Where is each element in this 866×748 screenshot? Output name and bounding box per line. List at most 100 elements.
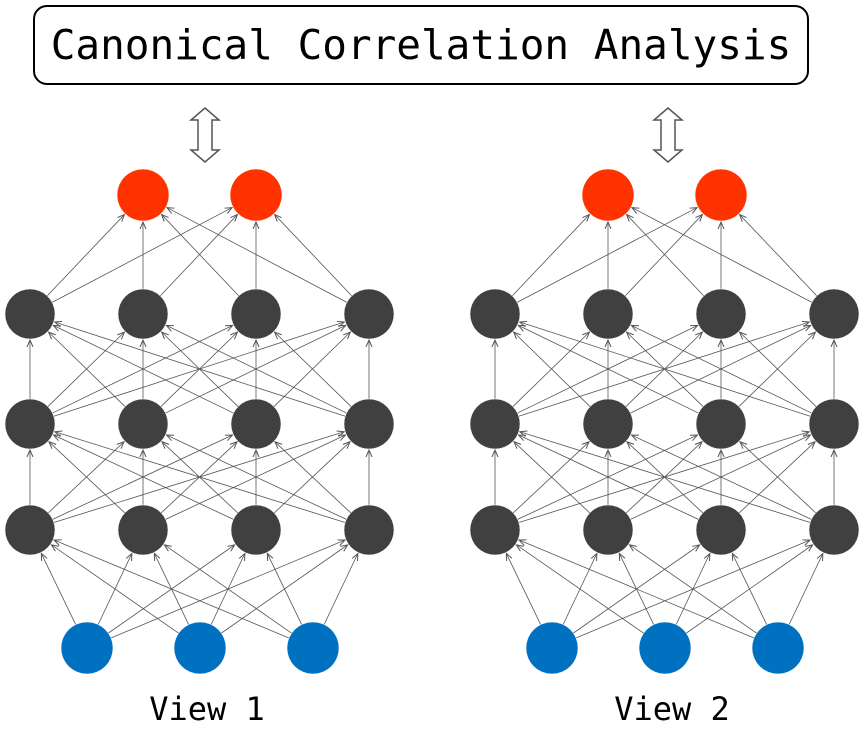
edge-hidden2-hidden3 <box>55 322 346 417</box>
edges <box>495 208 834 639</box>
hidden-node <box>117 504 169 556</box>
edge-hidden1-hidden2 <box>54 435 234 520</box>
edge-input-hidden1 <box>506 553 542 625</box>
title-box: Canonical Correlation Analysis <box>33 5 809 85</box>
hidden-node <box>695 398 747 450</box>
edge-hidden3-output <box>162 215 240 297</box>
edge-input-hidden1 <box>516 545 644 634</box>
edge-hidden1-hidden2 <box>740 442 817 514</box>
double-vertical-arrow-icon <box>651 107 685 163</box>
edge-hidden3-output <box>167 208 348 303</box>
hidden-node <box>808 504 860 556</box>
hidden-node <box>695 288 747 340</box>
edge-hidden1-hidden2 <box>49 442 126 514</box>
edge-hidden2-hidden3 <box>53 325 234 414</box>
input-node <box>638 621 692 675</box>
diagram-title: Canonical Correlation Analysis <box>50 21 792 69</box>
edge-hidden2-hidden3 <box>512 332 589 407</box>
edge-input-hidden1 <box>732 553 768 625</box>
hidden-node <box>582 504 634 556</box>
hidden-node <box>808 288 860 340</box>
hidden-node <box>4 288 56 340</box>
hidden-node <box>695 504 747 556</box>
hidden-node <box>469 288 521 340</box>
hidden-node <box>4 398 56 450</box>
edge-hidden1-hidden2 <box>275 442 352 514</box>
edge-hidden1-hidden2 <box>167 435 347 520</box>
hidden-node <box>230 504 282 556</box>
edge-hidden3-output <box>627 215 705 297</box>
output-node <box>229 168 283 222</box>
edge-hidden1-hidden2 <box>519 435 699 520</box>
output-node <box>581 168 635 222</box>
hidden-node <box>230 398 282 450</box>
edge-hidden1-hidden2 <box>160 442 237 514</box>
input-node <box>751 621 805 675</box>
view-2-network <box>469 107 860 675</box>
edge-hidden2-hidden3 <box>273 332 350 407</box>
edge-hidden3-output <box>516 208 697 303</box>
input-node <box>60 621 114 675</box>
edge-hidden2-hidden3 <box>47 332 124 407</box>
hidden-node <box>808 398 860 450</box>
edge-hidden3-output <box>511 215 589 297</box>
hidden-node <box>4 504 56 556</box>
edge-hidden1-hidden2 <box>55 432 346 523</box>
edge-hidden2-hidden3 <box>160 332 237 407</box>
edge-hidden3-output <box>275 215 353 297</box>
edge-hidden1-hidden2 <box>520 432 811 523</box>
edge-input-hidden1 <box>164 545 292 634</box>
edge-hidden2-hidden3 <box>740 332 817 407</box>
hidden-node <box>230 288 282 340</box>
edge-hidden1-hidden2 <box>273 442 350 514</box>
edge-hidden2-hidden3 <box>518 325 699 414</box>
output-node <box>694 168 748 222</box>
edge-input-hidden1 <box>41 553 77 625</box>
hidden-node <box>343 288 395 340</box>
edge-hidden1-hidden2 <box>47 442 124 514</box>
view-1-network <box>4 107 395 675</box>
edge-hidden1-hidden2 <box>632 435 812 520</box>
view-1-label: View 1 <box>149 690 265 728</box>
double-vertical-arrow-icon <box>188 107 222 163</box>
edge-hidden1-hidden2 <box>512 442 589 514</box>
edge-hidden2-hidden3 <box>166 325 347 414</box>
hidden-node <box>117 288 169 340</box>
edge-input-hidden1 <box>323 553 358 625</box>
edge-input-hidden1 <box>519 540 755 639</box>
edge-input-hidden1 <box>51 545 179 634</box>
hidden-node <box>469 504 521 556</box>
edge-hidden1-hidden2 <box>514 442 591 514</box>
edge-hidden1-hidden2 <box>625 442 702 514</box>
edge-input-hidden1 <box>788 553 823 625</box>
edge-hidden3-output <box>632 208 813 303</box>
edge-hidden3-output <box>46 215 124 297</box>
edge-input-hidden1 <box>267 553 303 625</box>
output-node <box>116 168 170 222</box>
edge-hidden1-hidden2 <box>738 442 815 514</box>
hidden-node <box>117 398 169 450</box>
edge-hidden3-output <box>740 215 818 297</box>
edge-hidden2-hidden3 <box>514 332 591 407</box>
edge-hidden2-hidden3 <box>631 325 812 414</box>
input-node <box>173 621 227 675</box>
edge-hidden3-output <box>51 208 232 303</box>
input-node <box>525 621 579 675</box>
edges <box>30 208 369 639</box>
edge-hidden2-hidden3 <box>49 332 126 407</box>
edge-hidden2-hidden3 <box>275 332 352 407</box>
edge-hidden2-hidden3 <box>520 322 811 417</box>
edge-hidden3-output <box>159 215 237 297</box>
edge-hidden3-output <box>624 215 702 297</box>
hidden-node <box>582 288 634 340</box>
hidden-node <box>469 398 521 450</box>
hidden-node <box>343 398 395 450</box>
edge-hidden2-hidden3 <box>738 332 815 407</box>
edge-hidden2-hidden3 <box>625 332 702 407</box>
hidden-node <box>582 398 634 450</box>
view-2-label: View 2 <box>614 690 730 728</box>
edge-input-hidden1 <box>54 540 290 639</box>
hidden-node <box>343 504 395 556</box>
edge-input-hidden1 <box>629 545 757 634</box>
